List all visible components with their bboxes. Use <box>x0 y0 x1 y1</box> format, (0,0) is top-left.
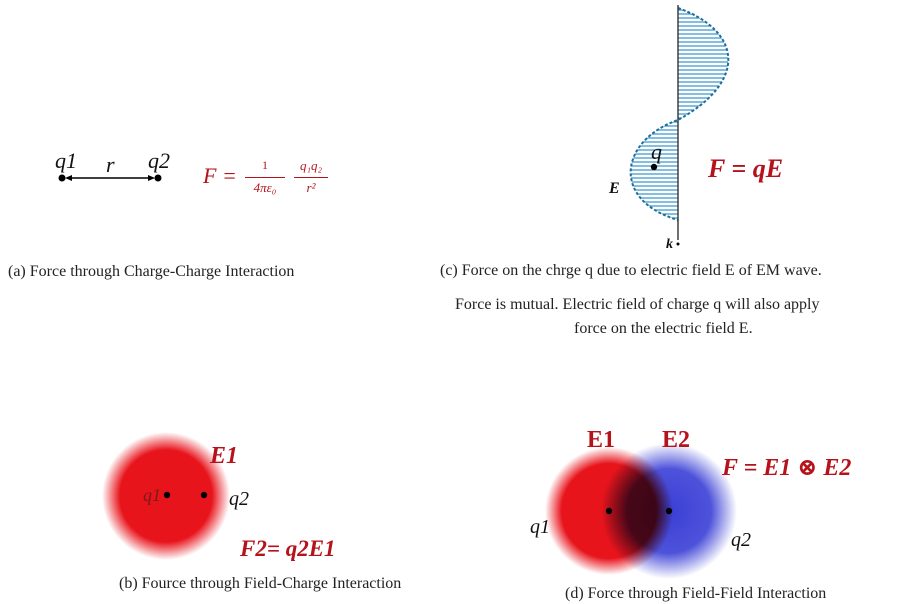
coulomb-num1: 1 <box>262 158 268 172</box>
label-k: k <box>666 237 673 252</box>
fraction-bar-2 <box>294 177 328 178</box>
label-q2: q2 <box>148 148 170 173</box>
fraction-bar-1 <box>245 177 285 178</box>
label-q2: q2 <box>229 488 249 510</box>
caption-c-line1: (c) Force on the chrge q due to electric… <box>440 262 822 279</box>
formula-F2: F2= q2E1 <box>240 536 336 561</box>
axis-end-dot <box>676 242 680 246</box>
charge-q1-dot <box>58 174 66 182</box>
coulomb-F: F = <box>203 163 237 188</box>
coulomb-den1: 4πε₀ <box>253 180 277 195</box>
label-r: r <box>106 152 115 177</box>
label-q1: q1 <box>530 516 550 538</box>
caption-c-line3: force on the electric field E. <box>574 320 753 337</box>
caption-b: (b) Fource through Field-Charge Interact… <box>119 575 402 592</box>
charge-q2-dot <box>154 174 162 182</box>
label-q1: q1 <box>55 148 77 173</box>
caption-a: (a) Force through Charge-Charge Interact… <box>8 263 295 280</box>
caption-c-line2: Force is mutual. Electric field of charg… <box>455 296 820 313</box>
formula-F-E1E2: F = E1 ⊗ E2 <box>722 455 852 481</box>
charge-q2-dot <box>665 507 673 515</box>
field-charge-diagram <box>102 432 230 560</box>
arrow-head-right <box>148 175 155 181</box>
coulomb-den2: r² <box>306 180 316 195</box>
label-q2: q2 <box>731 529 751 551</box>
charge-q-dot <box>650 163 658 171</box>
label-q: q <box>651 139 662 164</box>
charge-q1-dot <box>163 491 171 499</box>
label-q1: q1 <box>143 485 161 505</box>
charge-q2-dot <box>200 491 208 499</box>
formula-F-qE: F = qE <box>708 154 784 183</box>
label-E1: E1 <box>587 427 616 453</box>
wave-lobe-right <box>678 8 729 120</box>
label-E1: E1 <box>210 443 239 469</box>
coulomb-num2: q₁q₂ <box>299 158 323 173</box>
field-field-diagram <box>545 443 737 579</box>
charge-q1-dot <box>605 507 613 515</box>
label-E2: E2 <box>662 427 691 453</box>
em-wave-diagram <box>629 5 730 246</box>
label-E: E <box>609 180 620 197</box>
arrow-head-left <box>65 175 72 181</box>
caption-d: (d) Force through Field-Field Interactio… <box>565 585 827 602</box>
charge-charge-diagram <box>58 174 162 182</box>
